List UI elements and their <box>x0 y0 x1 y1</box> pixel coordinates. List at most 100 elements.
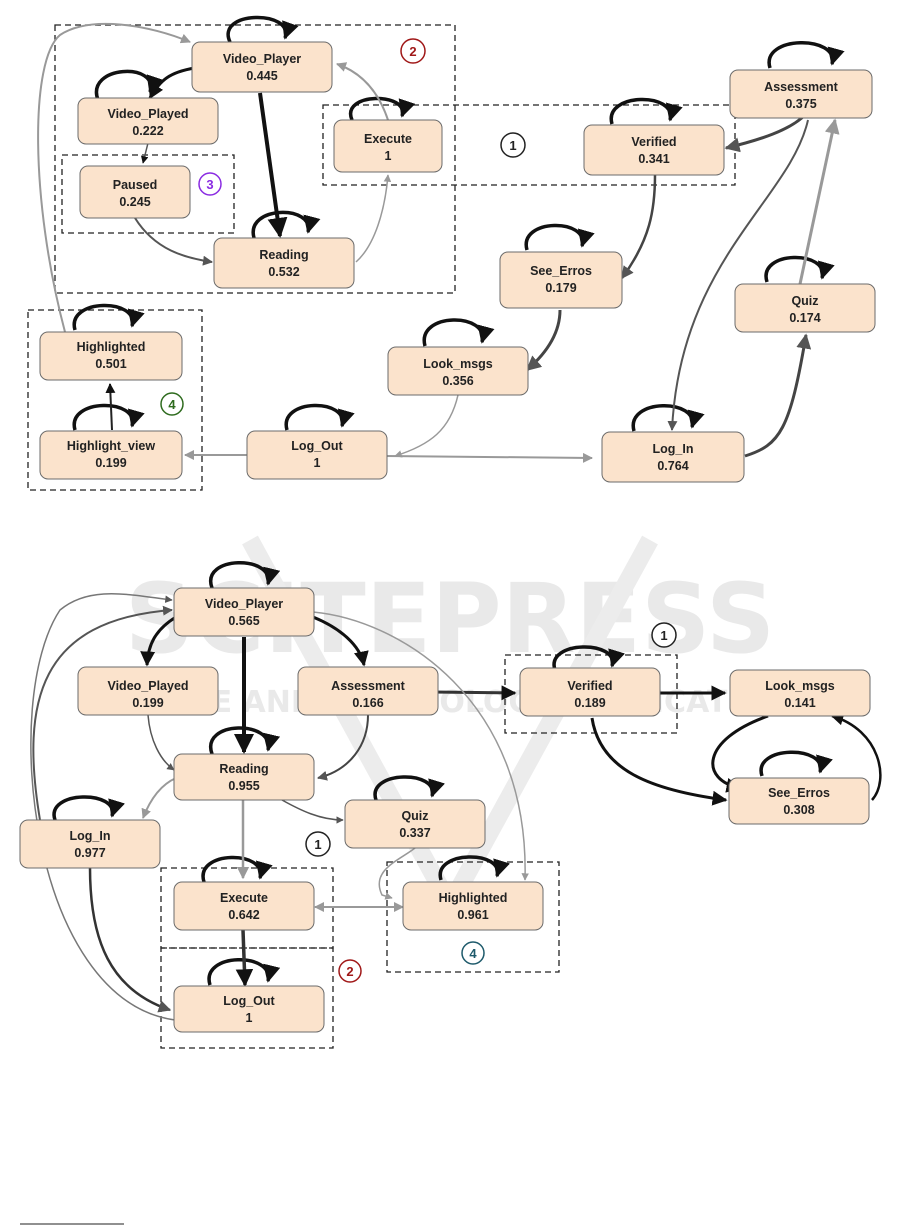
svg-text:0.341: 0.341 <box>638 152 669 166</box>
svg-text:0.222: 0.222 <box>132 124 163 138</box>
edge-b-videoplayer-assessment <box>312 615 369 667</box>
top-node-log-out[interactable]: Log_Out 1 <box>246 430 388 480</box>
loop-b-video-player <box>208 561 281 589</box>
top-node-see-erros[interactable]: See_Erros 0.179 <box>499 251 623 309</box>
edge-seeerros-lookmsgs <box>525 309 562 372</box>
svg-text:Video_Player: Video_Player <box>223 52 301 66</box>
loop-assessment <box>767 41 845 69</box>
diagram-top: Video_Player 0.445 Video_Played 0.222 Pa… <box>27 15 876 491</box>
svg-text:0.356: 0.356 <box>442 374 473 388</box>
top-node-quiz[interactable]: Quiz 0.174 <box>734 283 876 333</box>
bottom-node-reading[interactable]: Reading 0.955 <box>173 753 315 801</box>
svg-text:Assessment: Assessment <box>331 679 405 693</box>
bottom-node-execute[interactable]: Execute 0.642 <box>173 881 315 931</box>
svg-text:Log_Out: Log_Out <box>291 439 343 453</box>
svg-text:0.642: 0.642 <box>228 908 259 922</box>
svg-text:0.308: 0.308 <box>783 803 814 817</box>
bottom-node-highlighted[interactable]: Highlighted 0.961 <box>402 881 544 931</box>
bottom-node-see-erros[interactable]: See_Erros 0.308 <box>728 777 870 825</box>
bottom-node-verified[interactable]: Verified 0.189 <box>519 667 661 717</box>
bottom-node-look-msgs[interactable]: Look_msgs 0.141 <box>729 669 871 717</box>
loop-b-quiz <box>373 775 445 801</box>
edge-b-assessment-reading <box>317 714 369 781</box>
loop-b-log-out <box>207 958 281 986</box>
loop-quiz <box>764 255 835 283</box>
svg-text:4: 4 <box>168 397 176 412</box>
edge-videoplayer-videoplayed <box>148 66 196 100</box>
loop-log-out <box>284 403 355 431</box>
edge-b-reading-login <box>141 777 177 819</box>
bottom-node-video-played[interactable]: Video_Played 0.199 <box>77 666 219 716</box>
top-node-highlight-view[interactable]: Highlight_view 0.199 <box>39 430 183 480</box>
svg-text:Quiz: Quiz <box>791 294 818 308</box>
svg-text:Video_Played: Video_Played <box>107 107 188 121</box>
edge-logout-login <box>385 452 593 463</box>
top-node-assessment[interactable]: Assessment 0.375 <box>729 69 873 119</box>
svg-text:Log_Out: Log_Out <box>223 994 275 1008</box>
svg-text:Execute: Execute <box>364 132 412 146</box>
svg-text:0.337: 0.337 <box>399 826 430 840</box>
loop-b-highlighted <box>438 855 510 881</box>
svg-text:0.174: 0.174 <box>789 311 820 325</box>
top-badge-3: 3 <box>198 172 222 196</box>
edge-lookmsgs-logout <box>394 394 459 458</box>
top-node-video-player[interactable]: Video_Player 0.445 <box>191 41 333 93</box>
edge-highlighted-videoplayer <box>37 22 191 333</box>
svg-text:0.199: 0.199 <box>95 456 126 470</box>
svg-text:0.179: 0.179 <box>545 281 576 295</box>
loop-b-verified <box>552 645 625 671</box>
svg-text:Verified: Verified <box>567 679 612 693</box>
cluster-bottom-2 <box>160 947 334 1049</box>
bottom-badge-1a: 1 <box>651 622 677 648</box>
edge-b-verified-seeerros <box>590 717 728 806</box>
loop-execute <box>348 96 416 121</box>
svg-text:0.141: 0.141 <box>784 696 815 710</box>
top-node-log-in[interactable]: Log_In 0.764 <box>601 431 745 483</box>
svg-text:Highlight_view: Highlight_view <box>67 439 155 453</box>
top-node-highlighted[interactable]: Highlighted 0.501 <box>39 331 183 381</box>
bottom-node-assessment[interactable]: Assessment 0.166 <box>297 666 439 716</box>
loop-look-msgs <box>422 318 495 347</box>
edge-b-videoplayer-videoplayed <box>140 615 177 667</box>
svg-text:0.501: 0.501 <box>95 357 126 371</box>
top-node-paused[interactable]: Paused 0.245 <box>79 165 191 219</box>
svg-text:Execute: Execute <box>220 891 268 905</box>
edge-b-seeerros-lookmsgs <box>830 713 882 801</box>
bottom-node-video-player[interactable]: Video_Player 0.565 <box>173 587 315 637</box>
top-node-execute[interactable]: Execute 1 <box>333 119 443 173</box>
top-node-video-played[interactable]: Video_Played 0.222 <box>77 97 219 145</box>
svg-text:1: 1 <box>246 1011 253 1025</box>
edge-highlightview-highlighted <box>105 383 116 431</box>
bottom-node-log-out[interactable]: Log_Out 1 <box>173 985 325 1033</box>
loop-video-player <box>226 15 299 43</box>
top-badge-1: 1 <box>500 132 526 158</box>
svg-text:Look_msgs: Look_msgs <box>423 357 493 371</box>
svg-text:Highlighted: Highlighted <box>77 340 146 354</box>
svg-text:0.445: 0.445 <box>246 69 277 83</box>
edge-reading-execute <box>355 174 392 263</box>
edge-b-videoplayed-reading <box>147 714 175 771</box>
svg-text:0.764: 0.764 <box>657 459 688 473</box>
edge-b-logout-videoplayer <box>30 593 176 1021</box>
loop-highlighted <box>72 303 145 331</box>
bottom-node-log-in[interactable]: Log_In 0.977 <box>19 819 161 869</box>
svg-text:4: 4 <box>469 946 477 961</box>
top-node-look-msgs[interactable]: Look_msgs 0.356 <box>387 346 529 396</box>
svg-text:1: 1 <box>314 456 321 470</box>
loop-b-execute <box>201 855 273 883</box>
loop-video-played <box>94 69 164 101</box>
edge-videoplayer-reading <box>258 92 288 238</box>
top-node-verified[interactable]: Verified 0.341 <box>583 124 725 176</box>
bottom-badge-1b: 1 <box>305 831 331 857</box>
edge-b-login-logout <box>88 867 172 1013</box>
loop-log-in <box>631 404 705 432</box>
svg-text:1: 1 <box>314 837 321 852</box>
diagram-bottom: Video_Player 0.565 Video_Played 0.199 As… <box>19 561 882 1049</box>
svg-text:See_Erros: See_Erros <box>768 786 830 800</box>
edge-b-quiz-highlighted <box>378 847 416 900</box>
loop-see-erros <box>524 223 595 251</box>
top-node-reading[interactable]: Reading 0.532 <box>213 237 355 289</box>
edge-b-login-videoplayer <box>32 605 173 821</box>
bottom-node-quiz[interactable]: Quiz 0.337 <box>344 799 486 849</box>
